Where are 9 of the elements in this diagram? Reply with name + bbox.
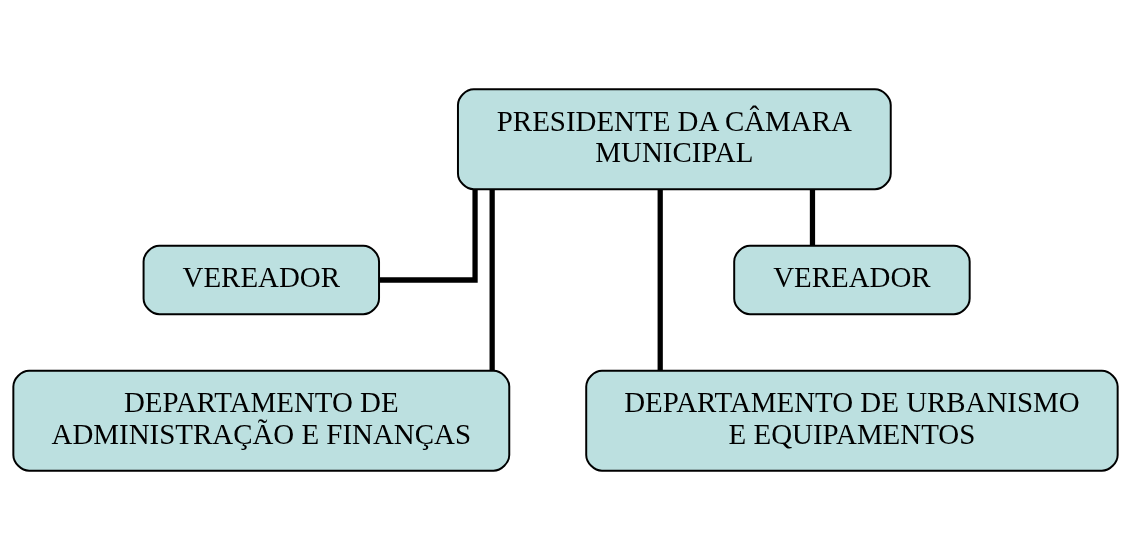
node-box: VEREADOR bbox=[733, 244, 971, 315]
connector bbox=[379, 188, 478, 283]
connector bbox=[809, 188, 816, 246]
node-box: PRESIDENTE DA CÂMARA MUNICIPAL bbox=[456, 87, 892, 190]
connector bbox=[489, 189, 495, 370]
node-box: DEPARTAMENTO DE ADMINISTRAÇÃO E FINANÇAS bbox=[12, 369, 511, 472]
node-box: VEREADOR bbox=[142, 244, 381, 315]
node-box: DEPARTAMENTO DE URBANISMO E EQUIPAMENTOS bbox=[585, 369, 1119, 472]
connector bbox=[657, 189, 663, 370]
